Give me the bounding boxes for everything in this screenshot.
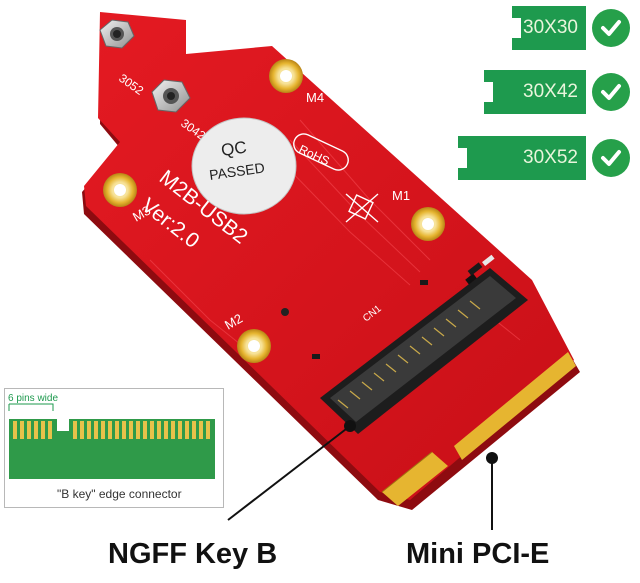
- checkmark-icon: [592, 139, 630, 177]
- mount-hole-m4: [269, 59, 303, 93]
- checkmark-icon: [592, 9, 630, 47]
- standoff-3052: [99, 19, 135, 49]
- mini-pcie-edge-fingers: [381, 352, 576, 506]
- pointer-line-left: [227, 425, 351, 521]
- smd-components: [281, 254, 495, 359]
- m2-key-b-connector: [320, 268, 528, 434]
- label-m1: M1: [392, 188, 410, 203]
- b-key-connector-inset: 6 pins wide "B key" edge connector: [4, 388, 224, 508]
- mount-hole-m3: [103, 173, 137, 207]
- standoff-3042: [151, 79, 191, 113]
- pins-wide-label: 6 pins wide: [8, 393, 59, 404]
- qc-line1: QC: [220, 138, 248, 160]
- ngff-key-b-label: NGFF Key B: [108, 538, 278, 570]
- label-m4: M4: [306, 90, 324, 105]
- size-badge-30x30: 30X30: [512, 6, 630, 50]
- size-badge-30x52: 30X52: [458, 136, 630, 180]
- size-badge-label: 30X30: [523, 17, 578, 38]
- checkmark-icon: [592, 73, 630, 111]
- size-badge-label: 30X42: [523, 81, 578, 102]
- weee-mark: [345, 193, 379, 223]
- size-badge-30x42: 30X42: [484, 70, 630, 114]
- pointer-dot-left: [344, 420, 356, 432]
- mini-pcie-label: Mini PCI-E: [406, 538, 550, 570]
- qc-passed-sticker: QC PASSED: [191, 117, 297, 215]
- edge-connector-diagram: [8, 403, 215, 479]
- mount-hole-m2: [237, 329, 271, 363]
- size-badge-label: 30X52: [523, 147, 578, 168]
- pointer-dot-right: [486, 452, 498, 464]
- qc-line2: PASSED: [208, 159, 265, 183]
- mount-hole-m1: [411, 207, 445, 241]
- edge-connector-caption: "B key" edge connector: [57, 487, 182, 501]
